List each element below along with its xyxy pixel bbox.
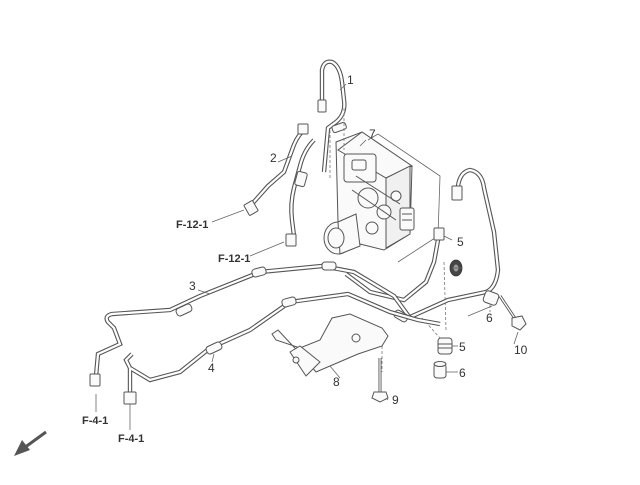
callout-9: 9 <box>392 393 399 407</box>
bracket-8[interactable] <box>271 313 389 377</box>
brake-pipe-unit-outlet <box>344 227 445 303</box>
figure-ref-f12-bottom[interactable]: F-12-1 <box>218 253 250 265</box>
abs-modulator-unit-7[interactable] <box>323 131 441 263</box>
brake-pipe-2[interactable] <box>243 123 309 216</box>
alignment-lines <box>329 108 491 372</box>
figure-ref-f4-right[interactable]: F-4-1 <box>118 433 144 445</box>
callout-1: 1 <box>347 73 354 87</box>
callout-7: 7 <box>369 127 376 141</box>
callout-3: 3 <box>189 279 196 293</box>
callout-6-upper: 6 <box>486 311 493 325</box>
callout-8: 8 <box>333 375 340 389</box>
grommet-5-lower[interactable] <box>437 337 453 355</box>
callout-5-upper: 5 <box>457 235 464 249</box>
brake-pipe-4[interactable] <box>123 291 441 405</box>
figure-ref-f12-top[interactable]: F-12-1 <box>176 219 208 231</box>
brake-pipe-1[interactable] <box>317 59 347 173</box>
leader-lines <box>95 83 519 430</box>
collar-6-upper[interactable] <box>482 290 500 306</box>
figure-ref-f4-left[interactable]: F-4-1 <box>82 415 108 427</box>
bolt-9[interactable] <box>371 358 389 403</box>
brake-pipe-right <box>407 167 501 321</box>
collar-6-lower[interactable] <box>433 361 447 379</box>
brake-pipe-1-lower-branch <box>285 138 316 247</box>
callout-6-lower: 6 <box>459 366 466 380</box>
front-direction-arrow-icon <box>14 430 47 456</box>
callout-5-lower: 5 <box>459 340 466 354</box>
callout-4: 4 <box>208 361 215 375</box>
bolt-10[interactable] <box>498 295 527 331</box>
callout-2: 2 <box>270 151 277 165</box>
callout-10: 10 <box>514 343 528 357</box>
